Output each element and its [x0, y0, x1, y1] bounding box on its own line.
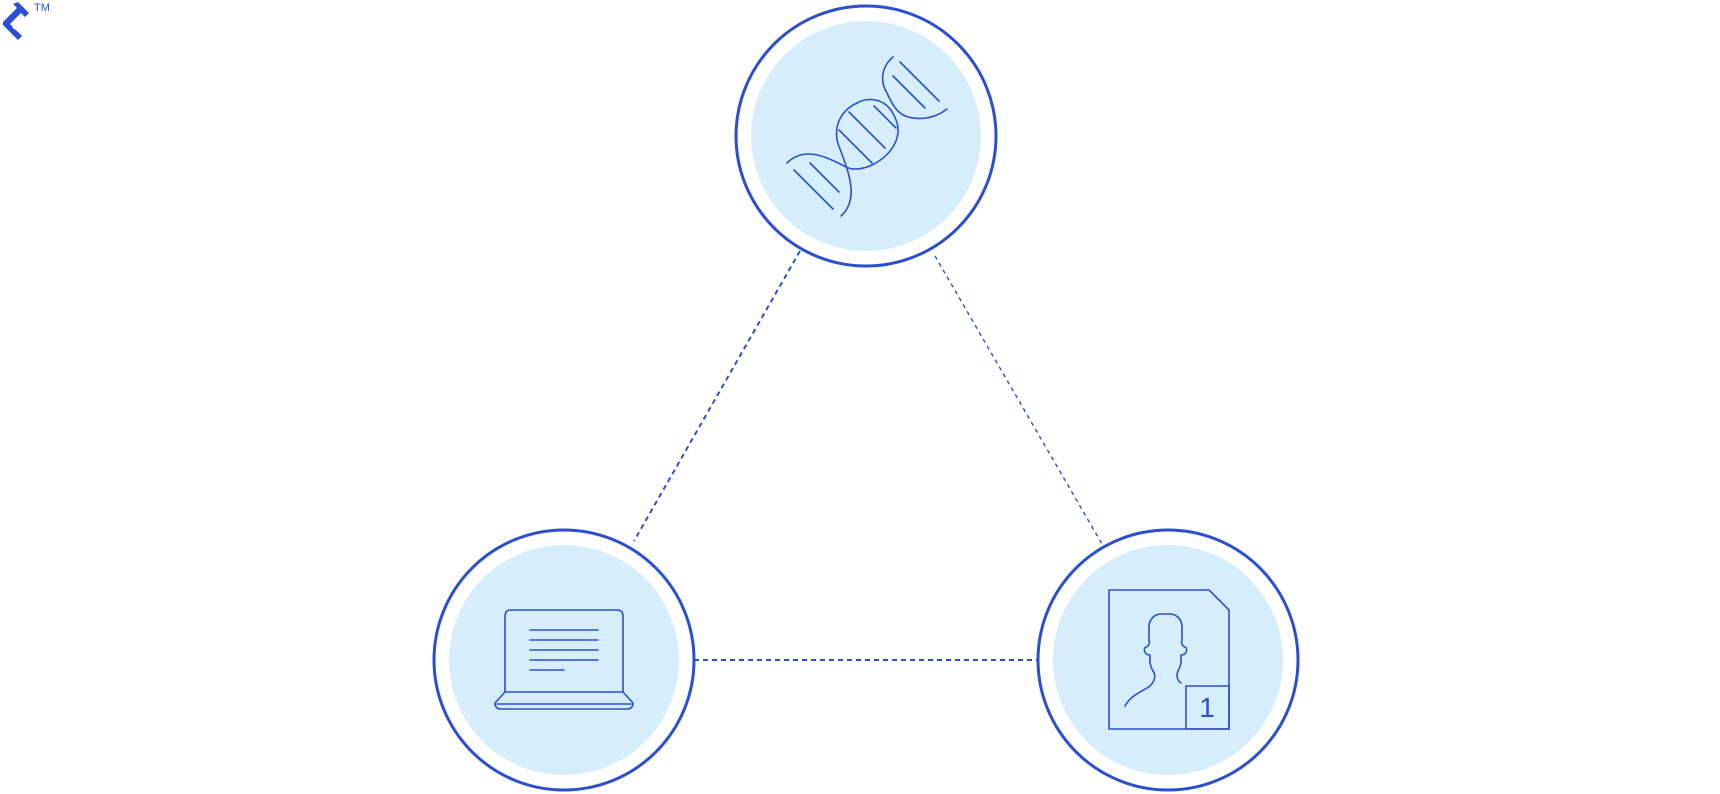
laptop-document-icon	[494, 609, 634, 710]
dna-helix-icon	[786, 56, 948, 217]
node-dna	[734, 4, 998, 268]
connection-dna-laptop	[633, 250, 801, 542]
node-dna-disc	[751, 21, 981, 251]
profile-badge-number: 1	[1199, 692, 1215, 723]
trademark-label: TM	[34, 2, 50, 14]
node-laptop	[432, 528, 696, 792]
connection-dna-profile	[934, 255, 1103, 545]
node-profile: 1	[1036, 528, 1300, 792]
node-profile-disc	[1053, 545, 1283, 775]
toptal-logo-icon[interactable]	[3, 2, 29, 40]
profile-card-icon	[1108, 589, 1230, 730]
